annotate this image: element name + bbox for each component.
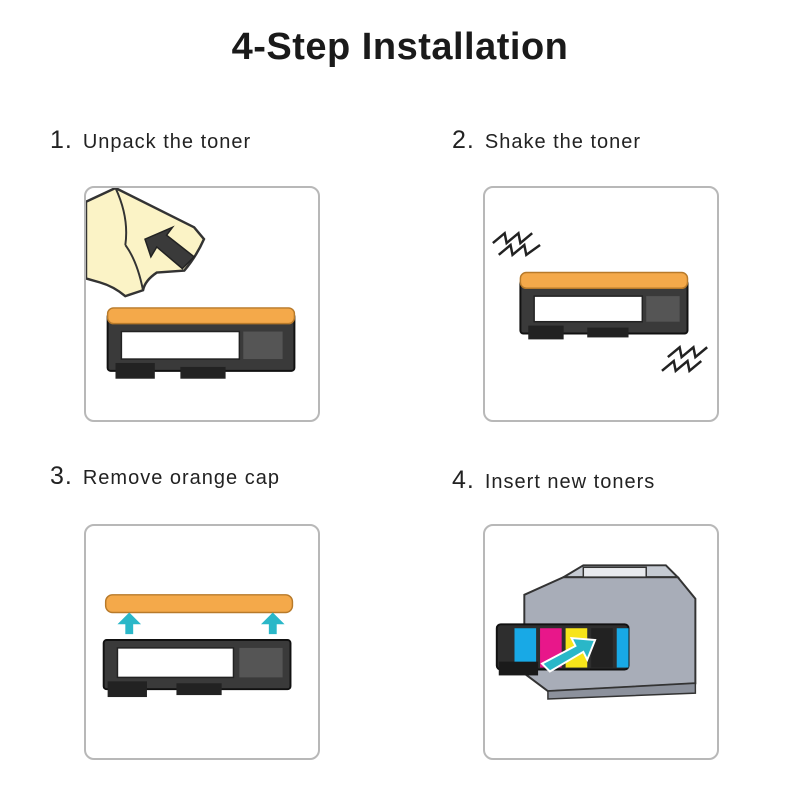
step-4-label: 4. Insert new toners (452, 466, 655, 495)
step-2-card (483, 186, 719, 422)
toner-drawer-icon (495, 623, 630, 676)
shake-zigzag-icon (661, 344, 708, 374)
up-arrow-icon (260, 612, 285, 635)
step-4-text: Insert new toners (484, 471, 656, 493)
up-arrow-icon (117, 612, 142, 635)
step-1-number: 1. (50, 126, 73, 154)
step-3-card (84, 524, 320, 760)
toner-cartridge-icon (102, 639, 292, 698)
step-3-text: Remove orange cap (82, 467, 280, 489)
wrapper-fold-icon (114, 188, 144, 291)
page-title: 4-Step Installation (231, 26, 569, 68)
step-2-number: 2. (452, 126, 475, 154)
toner-cartridge-icon (519, 271, 689, 340)
shake-zigzag-icon (492, 230, 541, 258)
orange-cap-icon (104, 594, 294, 614)
step-3-number: 3. (50, 462, 73, 490)
toner-cartridge-icon (106, 307, 296, 379)
step-4-number: 4. (452, 466, 475, 494)
shake-toner-illustration (492, 230, 708, 374)
step-3-label: 3. Remove orange cap (50, 462, 280, 491)
step-1-label: 1. Unpack the toner (50, 126, 251, 155)
unpack-arrow-icon (144, 225, 196, 270)
step-4-card (483, 524, 719, 760)
step-1-text: Unpack the toner (82, 131, 252, 153)
insert-arrow-icon (540, 636, 597, 673)
insert-toners-illustration (495, 564, 697, 700)
remove-cap-illustration (102, 594, 294, 698)
unpack-toner-illustration (86, 188, 296, 379)
step-2-text: Shake the toner (484, 131, 642, 153)
step-2-label: 2. Shake the toner (452, 126, 641, 155)
wrapper-bag-icon (86, 188, 206, 298)
step-1-card (84, 186, 320, 422)
